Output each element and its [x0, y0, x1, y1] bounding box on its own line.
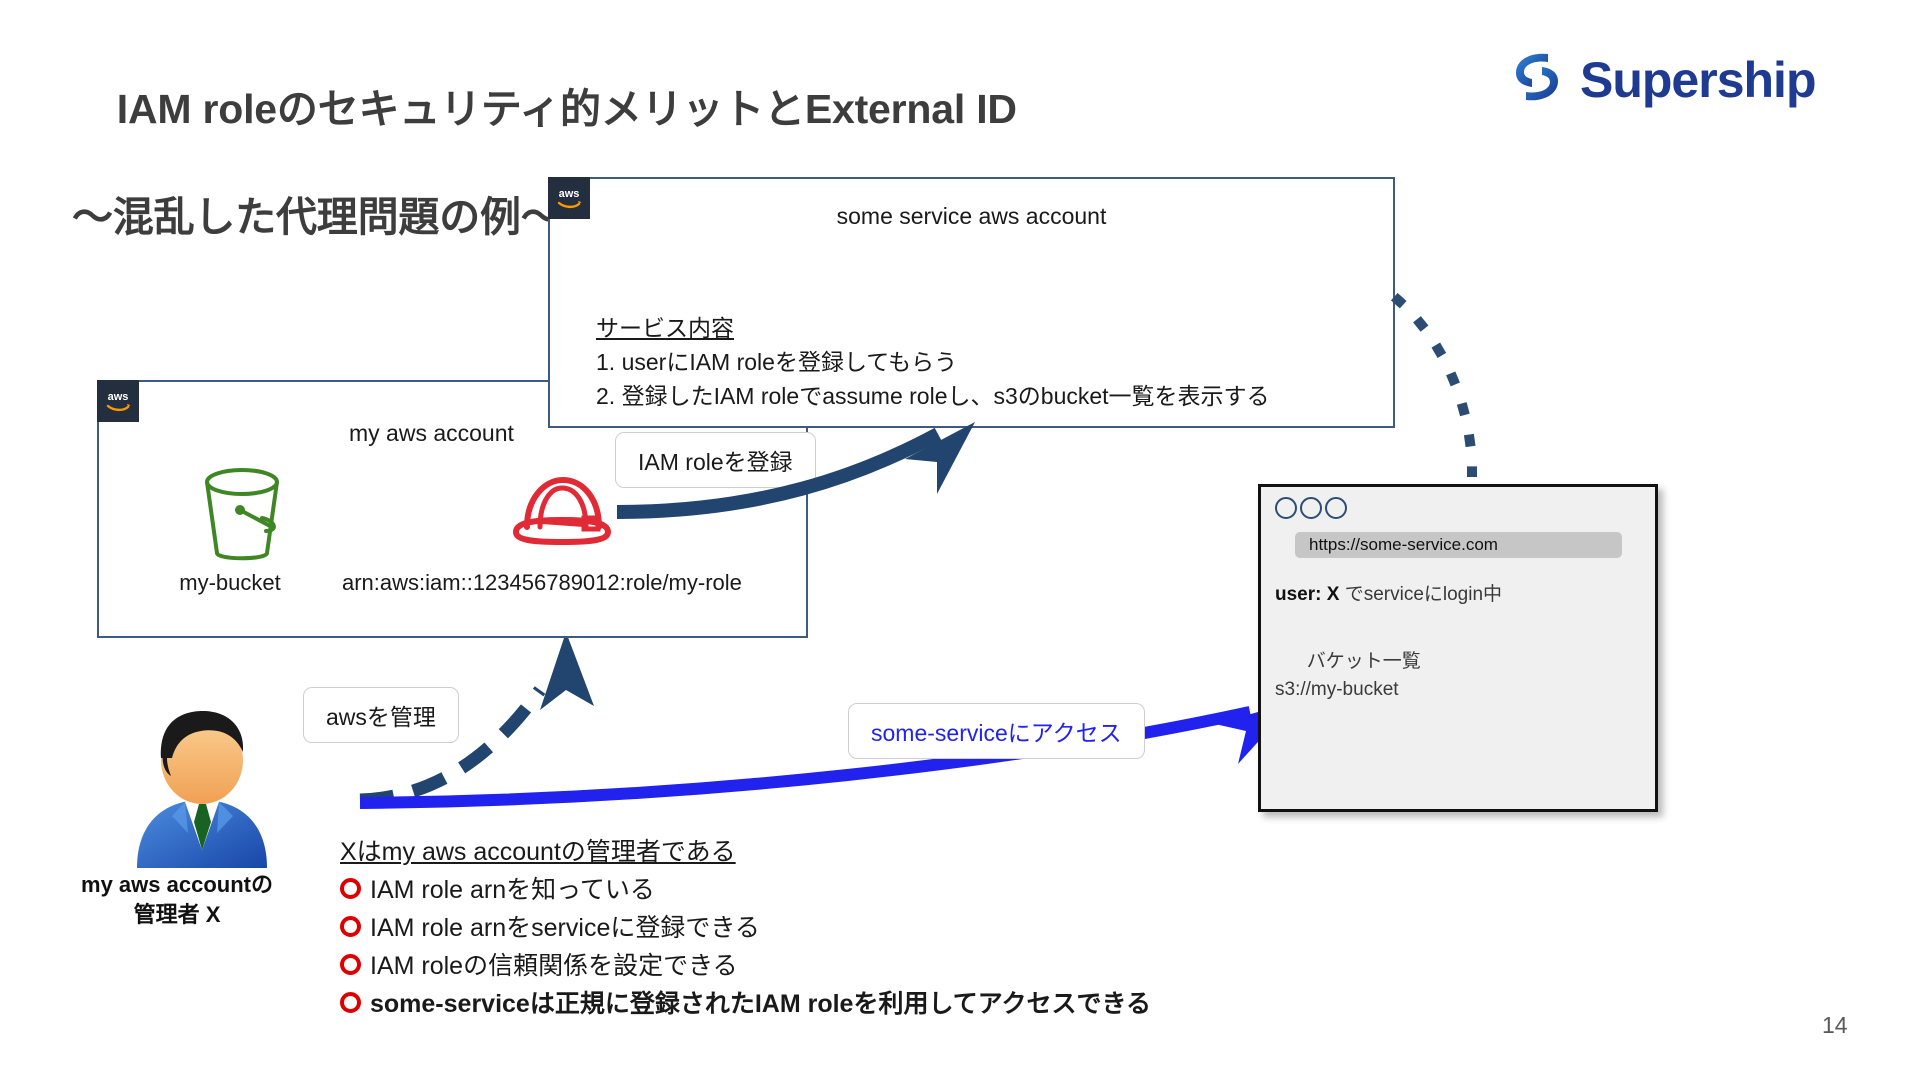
- list-item-label: IAM roleの信頼関係を設定できる: [370, 952, 738, 980]
- service-item-1: 1. userにIAM roleを登録してもらう: [596, 349, 958, 376]
- browser-dot-minimize[interactable]: [1300, 497, 1322, 519]
- page-number: 14: [1822, 1012, 1848, 1038]
- s3-bucket-icon: [196, 465, 288, 570]
- browser-login-user: user: X: [1275, 584, 1340, 605]
- list-item: IAM role arnを知っている: [340, 870, 1151, 906]
- list-item-label: IAM role arnを知っている: [370, 876, 655, 904]
- browser-dot-close[interactable]: [1275, 497, 1297, 519]
- admin-person-caption: my aws accountの 管理者 X: [48, 870, 306, 929]
- list-item: IAM role arnをserviceに登録できる: [340, 908, 1151, 944]
- service-box-title: some service aws account: [836, 203, 1107, 229]
- role-arn-label: arn:aws:iam::123456789012:role/my-role: [342, 570, 742, 595]
- svg-text:aws: aws: [108, 391, 129, 403]
- list-item: IAM roleの信頼関係を設定できる: [340, 946, 1151, 982]
- service-section-heading: サービス内容: [596, 315, 734, 342]
- browser-login-suffix: でserviceにlogin中: [1339, 584, 1503, 605]
- supership-mark-icon: [1508, 48, 1566, 111]
- browser-dot-maximize[interactable]: [1325, 497, 1347, 519]
- browser-login-status: user: X でserviceにlogin中: [1275, 579, 1502, 606]
- access-service-arrow: [359, 702, 1294, 809]
- supership-logo: Supership: [1508, 48, 1816, 111]
- browser-window-mock[interactable]: https://some-service.com user: X でservic…: [1258, 484, 1658, 812]
- admin-capability-list: Xはmy aws accountの管理者である IAM role arnを知って…: [340, 832, 1151, 1020]
- list-item-label: IAM role arnをserviceに登録できる: [370, 914, 760, 942]
- iam-role-helmet-icon: [510, 470, 614, 553]
- callout-manage-aws[interactable]: awsを管理: [303, 687, 459, 743]
- my-aws-box-title: my aws account: [349, 420, 514, 446]
- browser-url-text: https://some-service.com: [1309, 535, 1498, 554]
- supership-wordmark: Supership: [1580, 51, 1816, 108]
- svg-text:aws: aws: [559, 188, 580, 200]
- aws-logo-icon: aws: [97, 380, 139, 422]
- red-ring-icon: [340, 953, 361, 975]
- service-item-2: 2. 登録したIAM roleでassume roleし、s3のbucket一覧…: [596, 383, 1270, 410]
- browser-bucket-list: バケット一覧 s3://my-bucket: [1275, 619, 1421, 733]
- page-title: IAM roleのセキュリティ的メリットとExternal ID 〜混乱した代理…: [72, 28, 1017, 353]
- list-item: some-serviceは正規に登録されたIAM roleを利用してアクセスでき…: [340, 984, 1151, 1020]
- page-title-line1: IAM roleのセキュリティ的メリットとExternal ID: [116, 86, 1017, 133]
- callout-access-service[interactable]: some-serviceにアクセス: [848, 703, 1145, 759]
- service-to-browser-dotted-connector: [1390, 292, 1478, 478]
- callout-register-role[interactable]: IAM roleを登録: [615, 432, 816, 488]
- admin-caption-line1: my aws accountの: [81, 872, 273, 897]
- red-ring-icon: [340, 915, 361, 937]
- admin-capability-heading: Xはmy aws accountの管理者である: [340, 838, 736, 866]
- aws-logo-icon: aws: [548, 177, 590, 219]
- service-box-body: サービス内容 1. userにIAM roleを登録してもらう 2. 登録したIA…: [596, 243, 1270, 447]
- bucket-label: my-bucket: [179, 570, 281, 595]
- list-item-label: some-serviceは正規に登録されたIAM roleを利用してアクセスでき…: [370, 990, 1151, 1018]
- red-ring-icon: [340, 991, 361, 1013]
- service-aws-account-box: aws some service aws account サービス内容 1. us…: [548, 177, 1395, 428]
- browser-window-controls[interactable]: [1275, 497, 1347, 519]
- admin-person-avatar: [115, 700, 290, 880]
- red-ring-icon: [340, 877, 361, 899]
- browser-bucket-heading: バケット一覧: [1306, 650, 1421, 672]
- browser-url-bar[interactable]: https://some-service.com: [1295, 532, 1622, 558]
- browser-bucket-item: s3://my-bucket: [1275, 679, 1399, 700]
- page-title-line2: 〜混乱した代理問題の例〜: [72, 194, 562, 241]
- admin-caption-line2: 管理者 X: [133, 901, 221, 927]
